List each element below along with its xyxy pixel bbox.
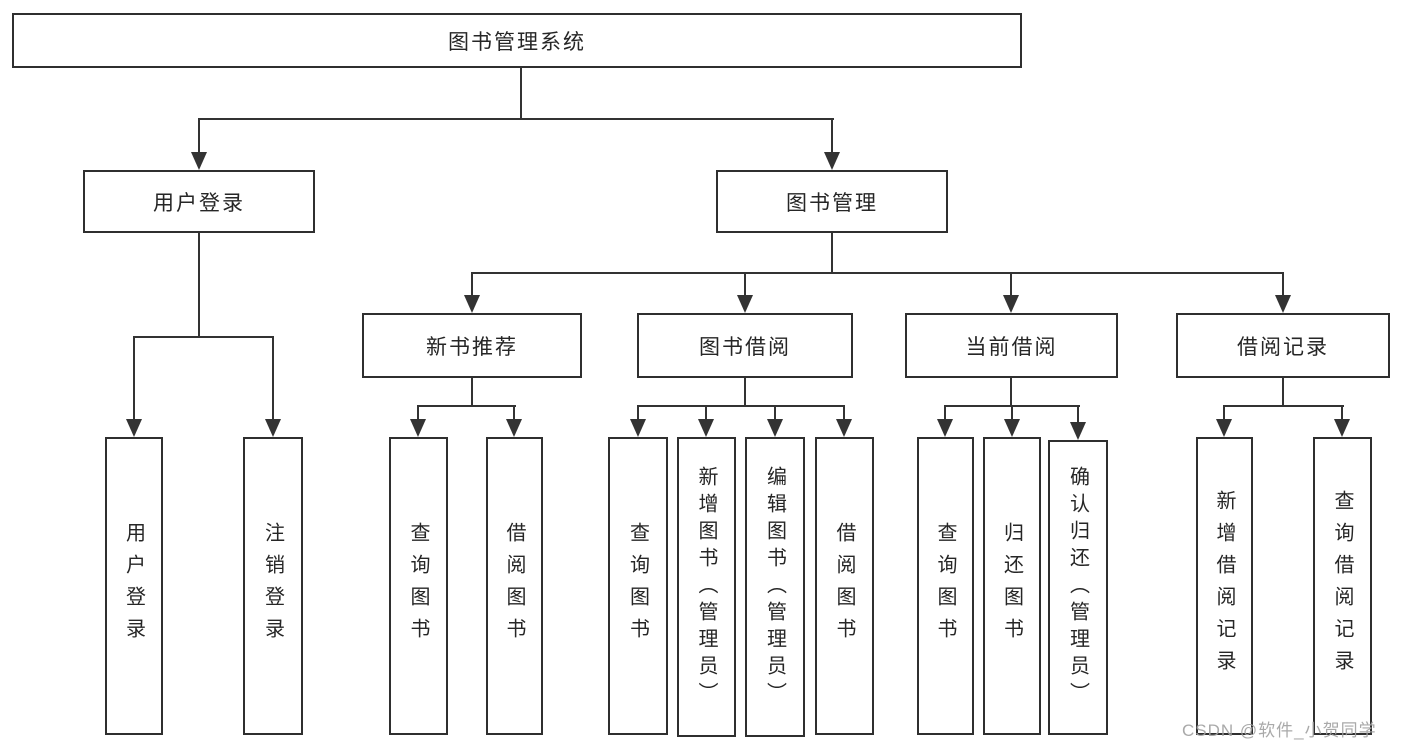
connector-line — [1010, 272, 1012, 295]
connector-line — [198, 118, 834, 120]
leaf-query-books-current: 查询图书 — [917, 437, 974, 735]
node-book-borrow: 图书借阅 — [637, 313, 853, 378]
connector-line — [513, 405, 515, 419]
csdn-watermark: CSDN @软件_小贺同学 — [1182, 721, 1377, 740]
arrow-down-icon — [1004, 419, 1020, 437]
arrow-down-icon — [1334, 419, 1350, 437]
connector-line — [272, 336, 274, 419]
node-user-login: 用户登录 — [83, 170, 315, 233]
arrow-down-icon — [1275, 295, 1291, 313]
connector-line — [831, 118, 833, 154]
connector-line — [637, 405, 845, 407]
connector-line — [944, 405, 946, 419]
node-current-borrow: 当前借阅 — [905, 313, 1118, 378]
connector-line — [133, 336, 274, 338]
connector-line — [417, 405, 516, 407]
arrow-down-icon — [737, 295, 753, 313]
arrow-down-icon — [698, 419, 714, 437]
arrow-down-icon — [767, 419, 783, 437]
connector-line — [1282, 272, 1284, 295]
connector-line — [133, 336, 135, 419]
connector-line — [520, 68, 522, 118]
connector-line — [1223, 405, 1344, 407]
arrow-down-icon — [191, 152, 207, 170]
connector-line — [744, 378, 746, 405]
arrow-down-icon — [506, 419, 522, 437]
leaf-borrow-books-recommend: 借阅图书 — [486, 437, 543, 735]
leaf-return-books: 归还图书 — [983, 437, 1041, 735]
arrow-down-icon — [937, 419, 953, 437]
leaf-borrow-books: 借阅图书 — [815, 437, 874, 735]
connector-line — [1011, 405, 1013, 419]
node-new-book-recommend: 新书推荐 — [362, 313, 582, 378]
connector-line — [1077, 405, 1079, 422]
arrow-down-icon — [824, 152, 840, 170]
leaf-query-borrow-record: 查询借阅记录 — [1313, 437, 1372, 735]
connector-line — [471, 272, 473, 295]
node-book-management: 图书管理 — [716, 170, 948, 233]
connector-line — [744, 272, 746, 295]
node-borrow-records: 借阅记录 — [1176, 313, 1390, 378]
connector-line — [417, 405, 419, 419]
arrow-down-icon — [1070, 422, 1086, 440]
connector-line — [831, 233, 833, 272]
leaf-add-books-admin: 新增图书（管理员） — [677, 437, 736, 737]
leaf-user-login: 用户登录 — [105, 437, 163, 735]
arrow-down-icon — [126, 419, 142, 437]
leaf-query-books-recommend: 查询图书 — [389, 437, 448, 735]
connector-line — [198, 233, 200, 336]
arrow-down-icon — [630, 419, 646, 437]
arrow-down-icon — [836, 419, 852, 437]
connector-line — [1282, 378, 1284, 405]
connector-line — [471, 378, 473, 405]
arrow-down-icon — [1003, 295, 1019, 313]
leaf-add-borrow-record: 新增借阅记录 — [1196, 437, 1253, 735]
node-root: 图书管理系统 — [12, 13, 1022, 68]
leaf-query-books-borrow: 查询图书 — [608, 437, 668, 735]
arrow-down-icon — [265, 419, 281, 437]
arrow-down-icon — [464, 295, 480, 313]
arrow-down-icon — [1216, 419, 1232, 437]
connector-line — [1010, 378, 1012, 405]
connector-line — [1341, 405, 1343, 419]
leaf-confirm-return-admin: 确认归还（管理员） — [1048, 440, 1108, 735]
connector-line — [774, 405, 776, 419]
connector-line — [705, 405, 707, 419]
connector-line — [1223, 405, 1225, 419]
leaf-edit-books-admin: 编辑图书（管理员） — [745, 437, 805, 737]
connector-line — [843, 405, 845, 419]
leaf-logout: 注销登录 — [243, 437, 303, 735]
arrow-down-icon — [410, 419, 426, 437]
connector-line — [637, 405, 639, 419]
connector-line — [471, 272, 1284, 274]
connector-line — [198, 118, 200, 154]
